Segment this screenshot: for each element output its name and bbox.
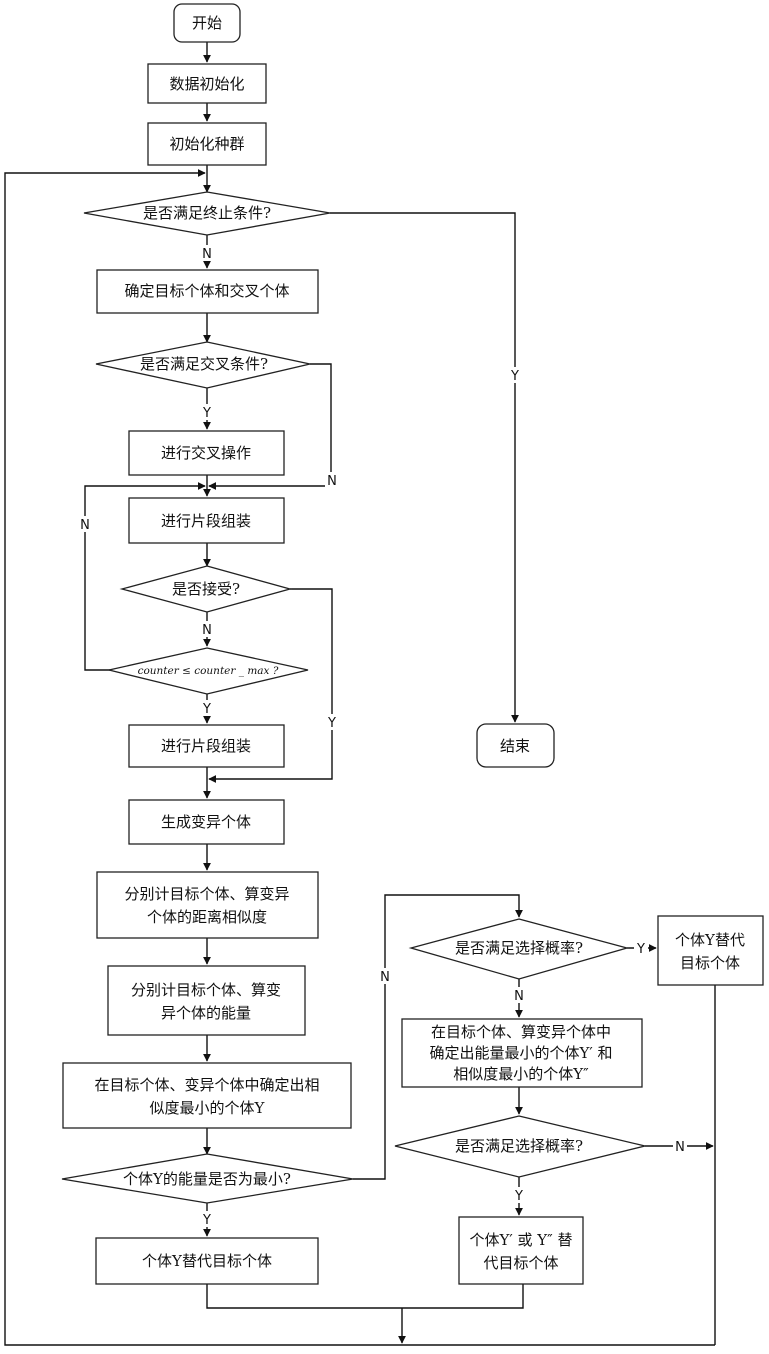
do-crossover-label: 进行交叉操作 [161,444,251,462]
counter-decision: counter ≤ counter _ max ? [109,648,308,694]
start-node: 开始 [174,4,240,42]
fragment-assembly-box-1: 进行片段组装 [129,498,284,543]
data-init-label: 数据初始化 [169,75,244,93]
accept-label: 是否接受? [172,580,240,598]
crossover-decision: 是否满足交叉条件? [96,342,310,388]
pick-target-label: 确定目标个体和交叉个体 [124,282,289,300]
label-counter-no: N [80,518,90,533]
energy-box: 分别计目标个体、算变 异个体的能量 [108,966,305,1035]
label-term-no: N [202,247,212,262]
replace-Y-right-line2: 目标个体 [680,954,740,972]
label-sel2-yes: Y [514,1189,523,1204]
min-similarity-line2: 似度最小的个体Y [150,1099,266,1117]
distance-similarity-line2: 个体的距离相似度 [147,908,267,926]
label-sel2-no: N [675,1140,685,1155]
determine-min-line2: 确定出能量最小的个体Y′ 和 [429,1044,612,1062]
replace-Y-box: 个体Y替代目标个体 [96,1238,318,1284]
fragment-assembly-label-1: 进行片段组装 [161,512,251,530]
determine-min-line1: 在目标个体、算变异个体中 [431,1023,611,1041]
generate-mutant-label: 生成变异个体 [161,813,251,831]
termination-label: 是否满足终止条件? [143,204,271,222]
min-similarity-line1: 在目标个体、变异个体中确定出相 [94,1076,319,1094]
label-cross-no: N [327,474,337,489]
label-minE-yes: Y [202,1213,211,1228]
crossover-label: 是否满足交叉条件? [140,355,268,373]
label-accept-yes: Y [327,716,336,731]
replace-Y-right-line1: 个体Y替代 [675,931,745,949]
selection-decision-1: 是否满足选择概率? [411,919,627,979]
label-accept-no: N [202,623,212,638]
determine-min-line3: 相似度最小的个体Y″ [453,1065,589,1083]
label-cross-yes: Y [202,406,211,421]
fragment-assembly-box-2: 进行片段组装 [129,725,284,767]
edge-main-loop-return [5,173,715,1345]
min-energy-decision: 个体Y的能量是否为最小? [62,1154,353,1203]
pop-init-label: 初始化种群 [169,135,244,153]
generate-mutant-box: 生成变异个体 [129,800,284,844]
selection-decision-2: 是否满足选择概率? [395,1116,645,1177]
energy-line2: 异个体的能量 [161,1004,251,1022]
pick-target-box: 确定目标个体和交叉个体 [97,270,318,313]
distance-similarity-box: 分别计目标个体、算变异 个体的距离相似度 [97,872,318,938]
end-label: 结束 [500,737,530,755]
do-crossover-box: 进行交叉操作 [129,431,284,475]
energy-line1: 分别计目标个体、算变 [131,981,281,999]
fragment-assembly-label-2: 进行片段组装 [161,737,251,755]
label-sel1-yes: Y [636,942,645,957]
label-counter-yes: Y [202,702,211,717]
determine-min-box: 在目标个体、算变异个体中 确定出能量最小的个体Y′ 和 相似度最小的个体Y″ [402,1019,642,1087]
accept-decision: 是否接受? [122,566,290,612]
label-sel1-no: N [514,989,524,1004]
selection-label-1: 是否满足选择概率? [455,939,583,957]
counter-label: counter ≤ counter _ max ? [138,665,279,677]
replace-Y-prime-box: 个体Y′ 或 Y″ 替 代目标个体 [459,1217,583,1284]
edge-term-yes-end [330,213,515,722]
label-term-yes: Y [510,369,519,384]
replace-Y-right-box: 个体Y替代 目标个体 [658,916,763,985]
start-label: 开始 [192,14,222,32]
distance-similarity-line1: 分别计目标个体、算变异 [124,885,289,903]
selection-label-2: 是否满足选择概率? [455,1137,583,1155]
pop-init-box: 初始化种群 [148,123,266,165]
edge-replaceY-bottom [207,1284,523,1308]
replace-Y-label: 个体Y替代目标个体 [142,1252,272,1270]
data-init-box: 数据初始化 [148,64,266,103]
termination-decision: 是否满足终止条件? [84,192,330,235]
replace-Y-prime-line2: 代目标个体 [483,1254,558,1272]
end-node: 结束 [477,724,554,767]
min-energy-label: 个体Y的能量是否为最小? [123,1170,291,1188]
min-similarity-box: 在目标个体、变异个体中确定出相 似度最小的个体Y [63,1063,351,1128]
replace-Y-prime-line1: 个体Y′ 或 Y″ 替 [469,1231,572,1249]
label-minE-no: N [380,970,390,985]
